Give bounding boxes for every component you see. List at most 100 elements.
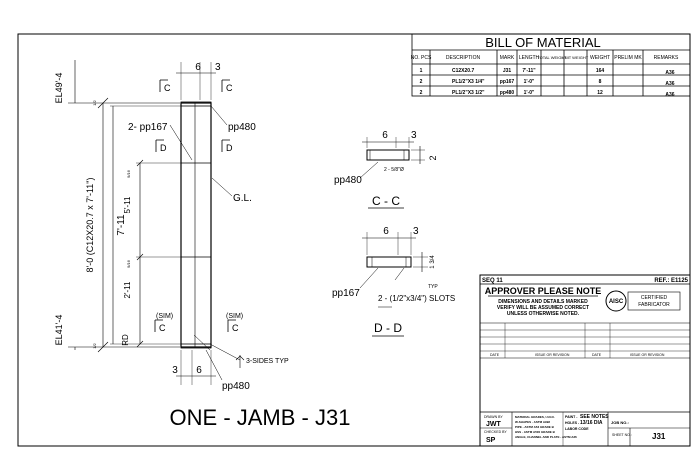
elevation-bottom-label: EL41'-4	[54, 315, 64, 346]
bom-row-length: 1'-0"	[524, 79, 535, 85]
section-cc-dim-6: 6	[382, 130, 388, 141]
bom-header-remarks: REMARKS	[654, 55, 679, 61]
section-mark-d-right: D	[226, 143, 233, 153]
bottom-dim-3: 3	[172, 365, 178, 376]
section-mark-c-left: C	[164, 83, 171, 93]
bom-row-pcs: 2	[420, 79, 423, 85]
bom-row-pcs: 2	[420, 90, 423, 96]
label-pp480-top: pp480	[228, 122, 256, 133]
drawn-by-value: JWT	[486, 421, 502, 428]
sim-right: (SIM)	[226, 313, 243, 320]
bom-header-pcs: NO. PCS	[411, 55, 432, 61]
bom-row-length: 7'-11"	[522, 68, 536, 74]
dim-inner-length: 7'-11	[116, 214, 127, 236]
bom-row-weight: 12	[597, 90, 603, 96]
bom-row-length: 1'-0"	[524, 90, 535, 96]
jamb-elevation	[68, 60, 245, 385]
bom-header-description: DESCRIPTION	[446, 55, 481, 61]
bom-row-pcs: 1	[420, 68, 423, 74]
material-line: MATERIAL GRADES, U.N.O.	[515, 415, 555, 419]
section-dd-label: pp167	[332, 288, 360, 299]
bom-row-remarks: A36	[665, 70, 674, 76]
bom-row-mark: pp167	[500, 79, 515, 85]
seq-label: SEQ 11	[482, 278, 503, 284]
ref-label: REF.: E1125	[654, 278, 688, 284]
job-no-label: JOB NO.:	[611, 420, 629, 425]
bom-title: BILL OF MATERIAL	[485, 35, 601, 50]
bom-header-weight: WEIGHT	[590, 55, 610, 61]
section-cc-dim-3: 3	[411, 130, 417, 141]
bom-header-unit-weight: UNIT WEIGHT	[562, 55, 589, 60]
bom-header-prelim-mk: PRELIM MK	[614, 55, 642, 61]
sheet-no-label: SHEET NO.:	[612, 433, 632, 437]
material-line: HSS - ASTM A500 GRADE B	[515, 430, 556, 434]
section-dd-title: D - D	[374, 321, 402, 335]
sim-left: (SIM)	[156, 313, 173, 320]
material-line: ANGLE, CHANNEL AND PLATE - ASTM A36	[515, 435, 577, 439]
dim-upper-fraction: 9/16	[126, 169, 131, 178]
material-line: PIPE - ASTM A53 GRADE B	[515, 425, 555, 429]
rev-header-date-2: DATE	[592, 353, 602, 357]
bom-header-total-weight: TOTAL WEIGHT	[537, 55, 567, 60]
holes-label: HOLES -	[565, 421, 580, 425]
bom-row-desc: PL1/2"X3 1/4"	[452, 79, 485, 85]
drawing-title: ONE - JAMB - J31	[170, 405, 351, 430]
rev-header-date: DATE	[490, 353, 500, 357]
label-pp167: 2- pp167	[128, 122, 168, 133]
bom-header-length: LENGTH	[519, 55, 540, 61]
section-mark-c-bottom-left: C	[159, 323, 166, 333]
half-bottom-label: 1/2	[92, 342, 97, 348]
section-cc-drawing	[359, 137, 425, 179]
approver-note-line: VERIFY WILL BE ASSUMED CORRECT	[497, 305, 589, 311]
section-cc-dim-2: 2	[428, 155, 438, 160]
section-mark-c-right: C	[226, 83, 233, 93]
aisc-logo: AISC	[609, 299, 624, 305]
title-block	[479, 274, 691, 447]
bom-row-remarks: A36	[665, 81, 674, 87]
paint-label: PAINT -	[565, 415, 578, 419]
rd-label: RD	[121, 334, 130, 346]
bom-row-mark: pp480	[500, 90, 515, 96]
bom-header-mark: MARK	[500, 55, 515, 61]
sheet-border	[17, 33, 691, 447]
top-dim-3: 3	[215, 62, 221, 73]
bill-of-material	[411, 33, 691, 97]
dim-upper-segment: 5'-11	[123, 196, 132, 213]
bottom-dim-6: 6	[196, 365, 202, 376]
drawn-by-label: DRAWN BY	[484, 415, 503, 419]
approver-heading: APPROVER PLEASE NOTE	[485, 286, 602, 296]
material-line: W-SHAPES - ASTM A992	[515, 420, 550, 424]
rev-header-issue: ISSUE OR REVISION	[535, 353, 570, 357]
sheet-no-value: J31	[652, 432, 666, 441]
paint-value: SEE NOTES	[580, 414, 609, 420]
bom-row-remarks: A36	[665, 92, 674, 98]
bom-row-mark: J31	[503, 68, 512, 74]
bom-row-weight: 164	[596, 68, 605, 74]
aisc-certified: CERTIFIED	[641, 295, 668, 301]
approver-note-line: UNLESS OTHERWISE NOTED.	[507, 311, 580, 317]
section-dd-dim-6: 6	[383, 226, 389, 237]
rev-header-issue-2: ISSUE OR REVISION	[630, 353, 665, 357]
checked-by-label: CHECKED BY	[484, 430, 507, 434]
half-top-label: 1/2	[92, 99, 97, 105]
bom-row-desc: C12X20.7	[452, 68, 474, 74]
section-cc-hole-note: 2 - 5/8"Ø	[384, 167, 404, 173]
section-dd-drawing	[359, 232, 428, 308]
section-dd-slots-note: 2 - (1/2"x3/4") SLOTS	[378, 294, 455, 303]
labor-code: LABOR CODE	[565, 427, 589, 431]
section-dd-dim-1-3-4: 1 3/4	[430, 255, 436, 269]
section-mark-d-left: D	[160, 143, 167, 153]
label-pp480-bottom: pp480	[222, 381, 250, 392]
section-dd-dim-3: 3	[413, 226, 419, 237]
section-cc-title: C - C	[372, 194, 400, 208]
bom-row-weight: 8	[599, 79, 602, 85]
approver-note-line: DIMENSIONS AND DETAILS MARKED	[498, 299, 588, 305]
holes-value: 13/16 DIA	[580, 420, 603, 426]
label-gl: G.L.	[233, 193, 252, 204]
bom-row-desc: PL1/2"X3 1/2"	[452, 90, 485, 96]
dim-lower-segment: 2'-11	[123, 281, 132, 298]
top-dim-6: 6	[195, 62, 201, 73]
checked-by-value: SP	[486, 437, 496, 444]
dim-overall-length: 8'-0 (C12X20.7 x 7'-11")	[85, 177, 95, 272]
